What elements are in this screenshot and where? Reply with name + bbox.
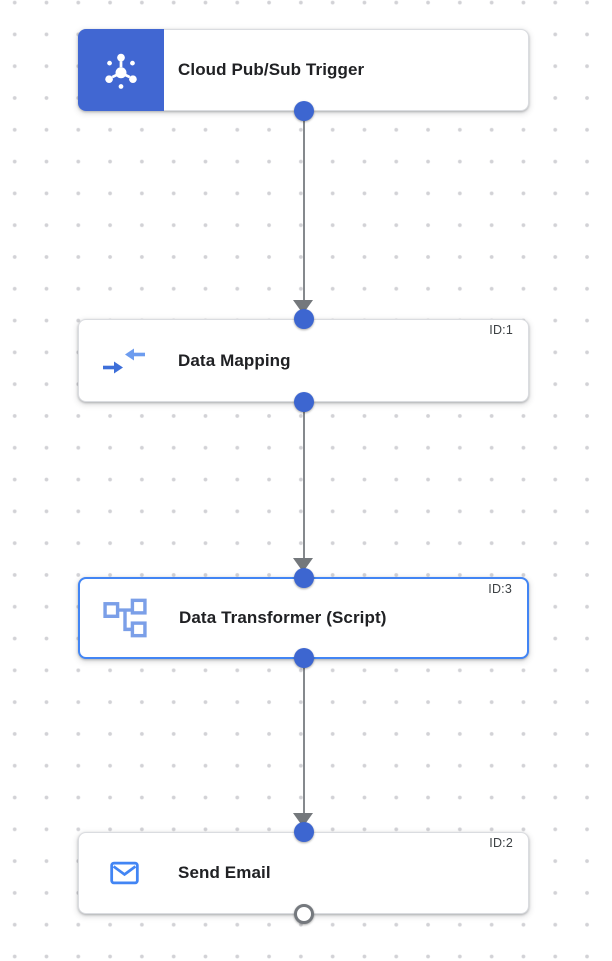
pubsub-icon <box>105 53 137 89</box>
data-mapping-icon <box>103 348 145 373</box>
edge-data-mapping-to-transformer[interactable] <box>293 408 314 572</box>
edge-line <box>302 118 305 302</box>
input-port[interactable] <box>294 822 314 842</box>
task-icon-holder <box>99 346 149 376</box>
node-label: Cloud Pub/Sub Trigger <box>178 60 365 79</box>
input-port[interactable] <box>294 568 314 588</box>
node-send-email[interactable]: Send Email ID:2 <box>78 822 529 924</box>
node-id-badge: ID:3 <box>488 582 512 596</box>
edge-line <box>302 408 305 560</box>
node-data-mapping[interactable]: Data Mapping ID:1 <box>78 309 529 412</box>
edge-transformer-to-send-email[interactable] <box>293 665 314 827</box>
data-transformer-icon <box>103 598 147 638</box>
output-port[interactable] <box>294 392 314 412</box>
task-icon-holder <box>99 856 149 891</box>
node-label: Data Mapping <box>178 350 291 370</box>
email-icon <box>109 861 139 885</box>
output-port[interactable] <box>294 101 314 121</box>
node-label: Send Email <box>178 863 271 882</box>
node-id-badge: ID:2 <box>489 836 513 850</box>
trigger-icon-block <box>78 29 164 111</box>
node-data-transformer-script[interactable]: Data Transformer (Script) ID:3 <box>78 568 529 668</box>
output-port[interactable] <box>294 648 314 668</box>
node-id-badge: ID:1 <box>489 323 513 337</box>
output-port-open[interactable] <box>294 904 314 924</box>
input-port[interactable] <box>294 309 314 329</box>
edge-line <box>302 665 305 815</box>
node-cloud-pubsub-trigger[interactable]: Cloud Pub/Sub Trigger <box>78 29 529 121</box>
edge-trigger-to-data-mapping[interactable] <box>293 118 314 314</box>
node-label: Data Transformer (Script) <box>179 608 387 627</box>
task-icon-holder <box>100 598 150 639</box>
